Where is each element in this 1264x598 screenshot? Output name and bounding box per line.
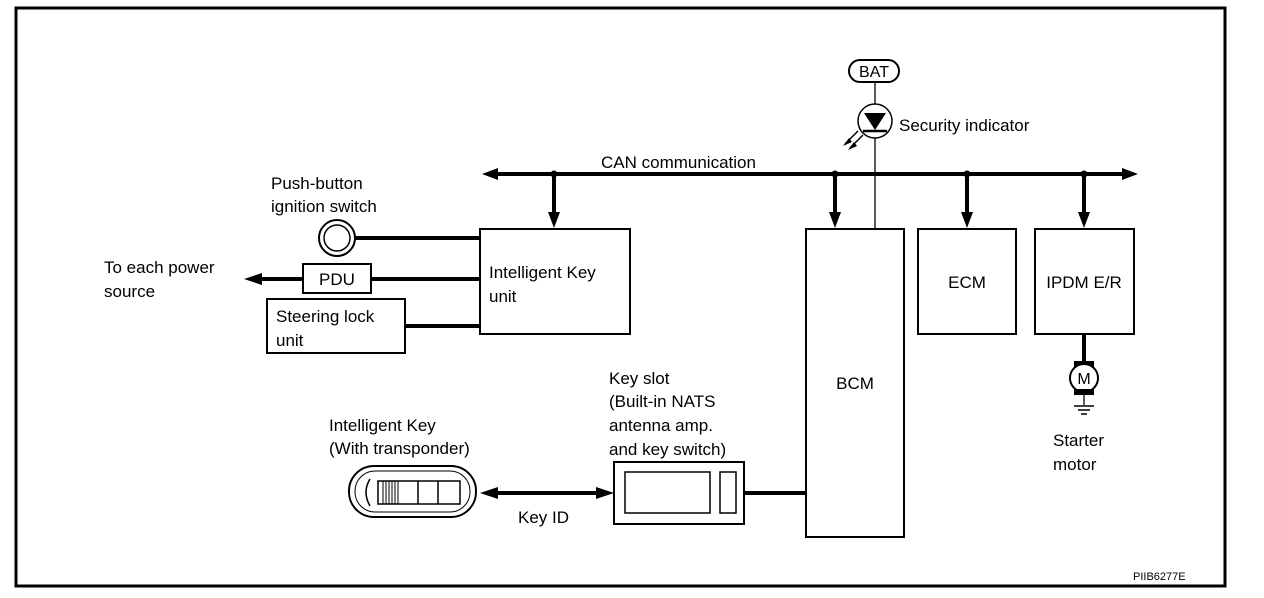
key-slot-icon (613, 461, 745, 525)
push-button-label-line2: ignition switch (271, 197, 377, 216)
steering-lock-label-line1: Steering lock (276, 307, 375, 326)
diagram-frame (14, 6, 1227, 588)
power-source-label-line1: To each power (104, 258, 215, 277)
bcm-box (805, 228, 905, 538)
ecm-box (917, 228, 1017, 335)
intelligent-key-label-line2: (With transponder) (329, 439, 470, 458)
starter-motor-label-line2: motor (1053, 455, 1097, 474)
intelligent-key-fob-icon (348, 465, 477, 518)
starter-motor-icon (1069, 361, 1099, 395)
intelligent-key-unit-box (479, 228, 631, 335)
starter-motor-label-line1: Starter (1053, 431, 1104, 450)
push-button-ignition-switch-icon (318, 219, 356, 257)
key-id-label: Key ID (518, 508, 569, 527)
starter-motor-symbol: M (1077, 371, 1090, 388)
ground-icon (1074, 395, 1094, 415)
ipdm-er-box (1034, 228, 1135, 335)
can-bus-label: CAN communication (601, 153, 756, 172)
figure-code: PIIB6277E (1133, 571, 1186, 583)
intelligent-key-unit-label-line1: Intelligent Key (489, 263, 596, 282)
key-slot-label-line3: antenna amp. (609, 416, 713, 435)
intelligent-key-label-line1: Intelligent Key (329, 416, 436, 435)
ipdm-er-label: IPDM E/R (1046, 273, 1122, 292)
security-indicator-led-icon (843, 103, 893, 150)
push-button-label-line1: Push-button (271, 174, 363, 193)
intelligent-key-unit-label-line2: unit (489, 287, 517, 306)
battery-symbol (848, 59, 900, 83)
security-indicator-label: Security indicator (899, 116, 1030, 135)
steering-lock-label-line2: unit (276, 331, 304, 350)
battery-label: BAT (859, 64, 889, 81)
key-slot-label-line1: Key slot (609, 369, 670, 388)
can-bus (482, 168, 1138, 228)
ecm-label: ECM (948, 273, 986, 292)
bcm-label: BCM (836, 374, 874, 393)
key-slot-label-line2: (Built-in NATS (609, 392, 715, 411)
power-source-label-line2: source (104, 282, 155, 301)
pdu-label: PDU (319, 270, 355, 289)
key-slot-label-line4: and key switch) (609, 440, 726, 459)
